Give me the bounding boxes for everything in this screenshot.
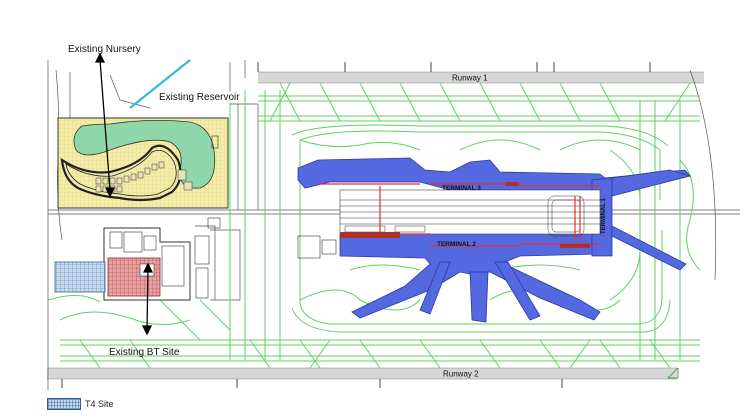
- runway-1: [257, 62, 704, 84]
- runway-1-label: Runway 1: [452, 74, 488, 83]
- t4-site-area: [54, 261, 106, 293]
- site-roads: [47, 60, 740, 390]
- bt-site-area: [54, 227, 337, 301]
- existing-reservoir-label: Existing Reservoir: [159, 92, 240, 103]
- terminal-complex: [297, 157, 692, 323]
- terminal-1-label: TERMINAL 1: [601, 197, 607, 234]
- canal: [129, 59, 191, 109]
- taxiway-network: [47, 82, 701, 369]
- existing-nursery-label: Existing Nursery: [68, 44, 141, 55]
- existing-bt-site-label: Existing BT Site: [109, 347, 180, 358]
- runway-2: [47, 367, 679, 388]
- terminal-3-label: TERMINAL 3: [442, 185, 481, 192]
- nursery-reservoir-area: [57, 117, 229, 229]
- t4-site-swatch: [47, 398, 81, 410]
- legend: T4 Site: [47, 397, 114, 411]
- annotation-arrows: [94, 52, 154, 336]
- terminal-2-label: TERMINAL 2: [437, 241, 476, 248]
- t4-site-legend-label: T4 Site: [85, 399, 114, 409]
- runway-2-label: Runway 2: [443, 370, 479, 379]
